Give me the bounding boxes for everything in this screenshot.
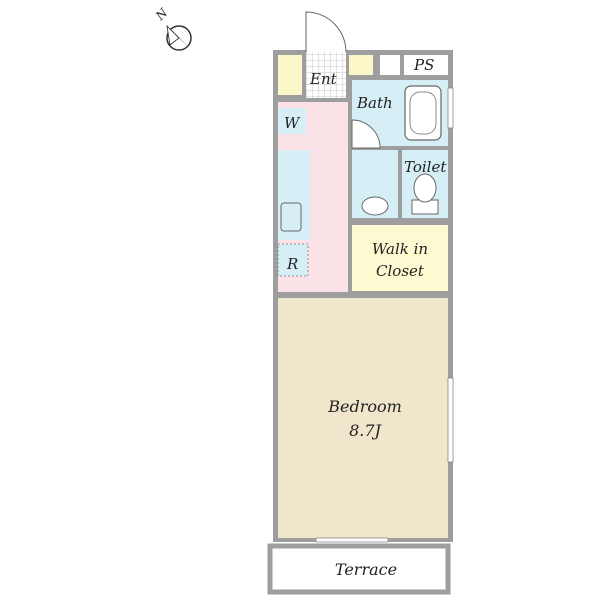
entrance-door-icon — [305, 11, 347, 53]
entrance-floor — [306, 52, 346, 98]
bathtub-inner — [409, 91, 437, 135]
refrigerator-space — [277, 243, 309, 277]
closet-label-line1: Walk in — [372, 240, 428, 258]
pipe-space — [404, 55, 448, 75]
pipe-space-label: PS — [413, 56, 434, 74]
washer-label: W — [284, 114, 301, 132]
shoe-storage — [278, 55, 302, 95]
washer-space — [278, 108, 306, 134]
refrigerator-label: R — [286, 255, 298, 273]
bedroom-label: Bedroom — [327, 397, 402, 416]
bath-label: Bath — [356, 94, 393, 112]
entrance-label: Ent — [309, 70, 338, 88]
bath-window — [447, 87, 454, 129]
bath-door-icon — [351, 119, 381, 149]
kitchen-counter — [278, 150, 310, 240]
terrace — [267, 543, 451, 595]
terrace-label: Terrace — [335, 560, 397, 579]
bedroom-size-label: 8.7J — [349, 421, 382, 440]
bathtub-icon — [404, 85, 442, 141]
toilet-bowl-icon — [413, 173, 437, 203]
washbasin-icon — [361, 196, 389, 216]
bedroom-floor — [278, 298, 448, 538]
meter-box — [380, 55, 400, 75]
sink-icon — [280, 202, 302, 232]
closet-label-line2: Closet — [376, 262, 425, 280]
north-compass-icon: N — [152, 5, 192, 51]
entrance-storage — [349, 55, 373, 75]
terrace-door — [315, 537, 389, 543]
walk-in-closet-floor — [352, 225, 448, 291]
north-label: N — [152, 5, 170, 23]
toilet-label: Toilet — [404, 158, 447, 176]
bedroom-window — [447, 377, 454, 463]
